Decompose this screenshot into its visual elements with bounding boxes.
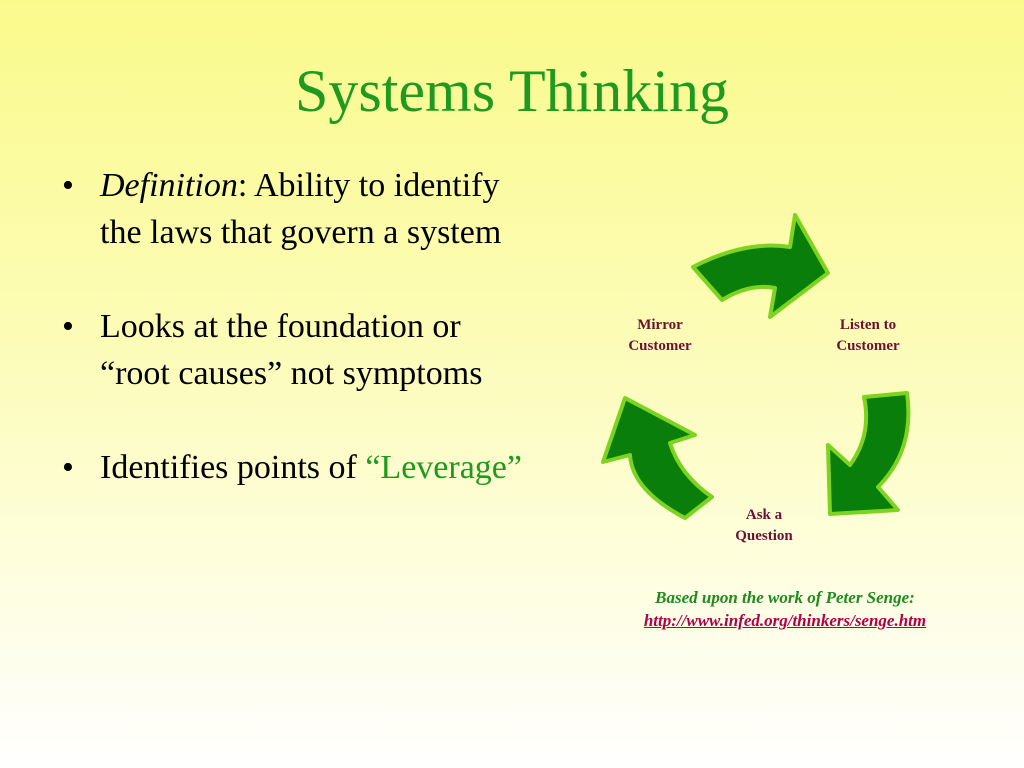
root-causes-text: Looks at the foundation or “root causes”… bbox=[100, 308, 483, 392]
citation-text: Based upon the work of Peter Senge: bbox=[655, 588, 915, 607]
bullet-list: Definition: Ability to identify the laws… bbox=[62, 162, 532, 538]
label-ask-question: Ask a Question bbox=[694, 505, 834, 547]
mirror-line-1: Mirror bbox=[637, 317, 683, 333]
bullet-root-causes: Looks at the foundation or “root causes”… bbox=[62, 303, 532, 397]
arrow-ask-to-mirror-icon bbox=[601, 396, 714, 520]
definition-text: : Ability to identify the laws that gove… bbox=[100, 167, 502, 251]
bullet-leverage: Identifies points of “Leverage” bbox=[62, 444, 532, 491]
ask-line-2: Question bbox=[735, 528, 793, 544]
label-mirror-customer: Mirror Customer bbox=[590, 315, 730, 357]
arrow-mirror-to-listen-icon bbox=[691, 213, 830, 319]
listen-line-1: Listen to bbox=[839, 317, 897, 333]
leverage-text: Identifies points of bbox=[100, 449, 366, 486]
citation: Based upon the work of Peter Senge: http… bbox=[520, 586, 1024, 632]
mirror-line-2: Customer bbox=[628, 338, 692, 354]
bullet-definition: Definition: Ability to identify the laws… bbox=[62, 162, 532, 256]
slide-title: Systems Thinking bbox=[295, 58, 729, 124]
leverage-highlight: “Leverage” bbox=[365, 449, 522, 486]
citation-link[interactable]: http://www.infed.org/thinkers/senge.htm bbox=[643, 611, 927, 630]
definition-term: Definition bbox=[100, 167, 238, 204]
label-listen-customer: Listen to Customer bbox=[798, 315, 938, 357]
ask-line-1: Ask a bbox=[745, 507, 783, 523]
arrow-listen-to-ask-icon bbox=[826, 391, 911, 516]
listen-line-2: Customer bbox=[836, 338, 900, 354]
